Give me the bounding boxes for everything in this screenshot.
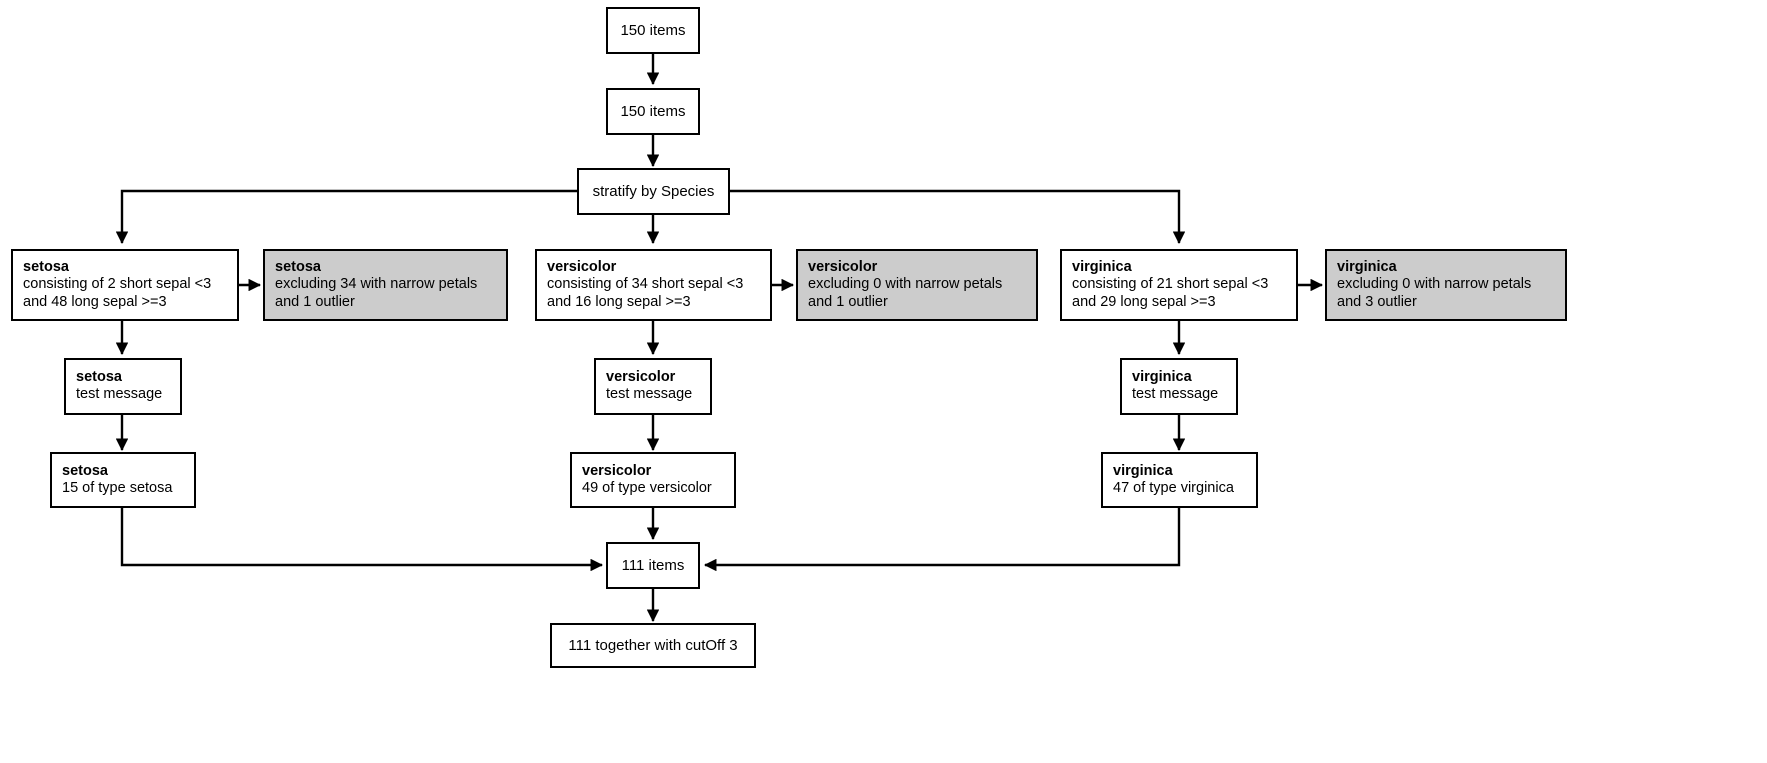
node-setosa-excluded-line1: excluding 34 with narrow petals [275, 276, 478, 292]
edge-stratify-to-setosa [115, 189, 578, 244]
node-stratify-label: stratify by Species [592, 182, 715, 200]
node-final[interactable]: 111 together with cutOff 3 [550, 623, 756, 668]
node-start-label: 150 items [620, 21, 686, 39]
node-versicolor-count-line1: 49 of type versicolor [582, 479, 712, 496]
node-virginica-excluded-title: virginica [1337, 259, 1397, 275]
edge-setosa-count-to-merge [120, 508, 603, 572]
node-versicolor-count[interactable]: versicolor 49 of type versicolor [570, 452, 736, 508]
node-setosa-test-line1: test message [76, 386, 163, 403]
node-virginica-count-line1: 47 of type virginica [1113, 479, 1234, 496]
node-virginica-included[interactable]: virginica consisting of 21 short sepal <… [1060, 249, 1298, 321]
node-versicolor-test-line1: test message [606, 386, 693, 403]
node-setosa-count-line1: 15 of type setosa [62, 479, 173, 496]
node-setosa-test-title: setosa [76, 369, 122, 386]
node-versicolor-test[interactable]: versicolor test message [594, 358, 712, 415]
node-start[interactable]: 150 items [606, 7, 700, 54]
node-second[interactable]: 150 items [606, 88, 700, 135]
node-virginica-included-line2: and 29 long sepal >=3 [1072, 293, 1216, 310]
edge-virginica-count-to-merge [704, 508, 1181, 572]
node-versicolor-included-line2: and 16 long sepal >=3 [547, 293, 691, 310]
node-setosa-excluded-line2: and 1 outlier [275, 293, 355, 310]
node-versicolor-excluded-line1: excluding 0 with narrow petals [808, 276, 1003, 292]
node-stratify[interactable]: stratify by Species [577, 168, 730, 215]
node-setosa-included-line2: and 48 long sepal >=3 [23, 293, 167, 310]
edge-stratify-to-virginica [729, 189, 1186, 244]
node-virginica-excluded-line2: and 3 outlier [1337, 293, 1417, 310]
node-virginica-excluded[interactable]: virginica excluding 0 with narrow petals… [1325, 249, 1567, 321]
node-setosa-count[interactable]: setosa 15 of type setosa [50, 452, 196, 508]
node-virginica-count-title: virginica [1113, 462, 1173, 479]
node-versicolor-excluded-line2: and 1 outlier [808, 293, 888, 310]
node-virginica-test-line1: test message [1132, 386, 1219, 403]
node-versicolor-count-title: versicolor [582, 462, 652, 479]
node-setosa-included-line1: consisting of 2 short sepal <3 [23, 276, 212, 292]
node-versicolor-excluded-title: versicolor [808, 259, 878, 275]
node-setosa-excluded-title: setosa [275, 259, 321, 275]
node-second-label: 150 items [620, 102, 686, 120]
node-versicolor-included[interactable]: versicolor consisting of 34 short sepal … [535, 249, 772, 321]
node-setosa-count-title: setosa [62, 462, 108, 479]
node-versicolor-included-line1: consisting of 34 short sepal <3 [547, 276, 744, 292]
node-virginica-included-title: virginica [1072, 259, 1132, 275]
node-versicolor-test-title: versicolor [606, 369, 676, 386]
node-virginica-count[interactable]: virginica 47 of type virginica [1101, 452, 1258, 508]
node-virginica-included-line1: consisting of 21 short sepal <3 [1072, 276, 1269, 292]
node-setosa-test[interactable]: setosa test message [64, 358, 182, 415]
node-setosa-excluded[interactable]: setosa excluding 34 with narrow petals a… [263, 249, 508, 321]
node-versicolor-excluded[interactable]: versicolor excluding 0 with narrow petal… [796, 249, 1038, 321]
node-setosa-included-title: setosa [23, 259, 69, 275]
node-virginica-test[interactable]: virginica test message [1120, 358, 1238, 415]
node-setosa-included[interactable]: setosa consisting of 2 short sepal <3 an… [11, 249, 239, 321]
node-virginica-excluded-line1: excluding 0 with narrow petals [1337, 276, 1532, 292]
node-final-label: 111 together with cutOff 3 [568, 636, 738, 654]
node-virginica-test-title: virginica [1132, 369, 1192, 386]
node-merge-label: 111 items [621, 556, 685, 574]
node-merge[interactable]: 111 items [606, 542, 700, 589]
node-versicolor-included-title: versicolor [547, 259, 617, 275]
